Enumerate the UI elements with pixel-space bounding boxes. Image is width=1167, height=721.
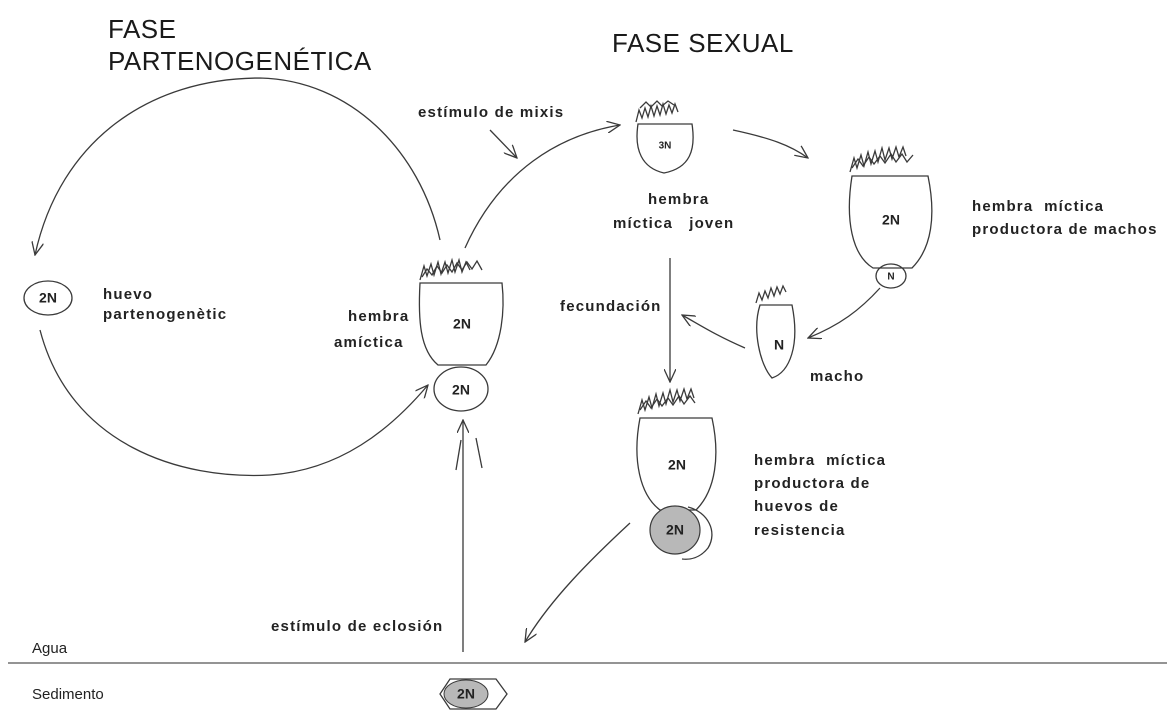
hatching-side-stroke-right [476,438,482,468]
hatching-side-stroke-left [456,440,461,470]
mixis-stimulus-pointer [490,130,517,158]
resting-egg: 2N [440,679,507,709]
amictic-female-label-line2: amíctica [334,332,404,353]
male-producing-female-egg-ploidy: N [887,272,894,283]
male-to-fertilization-arrow [682,315,745,348]
to-male-producer-arrow [733,130,808,158]
parthenogenetic-phase-title-line2: PARTENOGENÉTICA [108,46,372,76]
amictic-female: 2N 2N [419,260,503,411]
mixis-arrow [465,125,620,248]
resting-egg-female-label-line4: resistencia [754,520,846,541]
male-corona [756,286,786,303]
male-producing-female: 2N N [849,147,931,288]
parthenogenetic-egg-label-line2: partenogenètic [103,304,227,325]
water-label: Agua [32,640,67,657]
resting-egg-female-label-line1: hembra míctica [754,450,886,471]
young-mictic-female: 3N [636,101,693,173]
resting-egg-female-label-line3: huevos de [754,496,839,517]
male-producing-female-label-line1: hembra míctica [972,196,1104,217]
parthenogenetic-egg: 2N [24,281,72,315]
resting-egg-female-egg-ploidy: 2N [666,522,684,538]
male: N [756,286,795,378]
to-male-arrow [808,288,880,338]
young-mictic-female-corona [636,104,678,122]
parthenogenetic-egg-ploidy: 2N [39,290,57,306]
young-mictic-female-ploidy: 3N [659,141,672,152]
male-producing-female-ploidy: 2N [882,212,900,228]
sediment-label: Sedimento [32,686,104,703]
parthenogenetic-phase-title-line1: FASE [108,14,176,44]
resting-egg-ploidy: 2N [457,686,475,702]
parthenogenetic-cycle-upper-arrow [35,78,440,255]
male-ploidy: N [774,337,784,353]
mixis-stimulus-label: estímulo de mixis [418,102,564,123]
hatching-stimulus-label: estímulo de eclosión [271,616,443,637]
to-sediment-arrow [525,523,630,642]
amictic-female-egg-ploidy: 2N [452,382,470,398]
fertilization-label: fecundación [560,296,662,317]
resting-egg-female-ploidy: 2N [668,457,686,473]
parthenogenetic-egg-label-line1: huevo [103,284,153,305]
young-mictic-female-label-line2: míctica joven [613,213,734,234]
resting-egg-female-label-line2: productora de [754,473,870,494]
sexual-phase-title: FASE SEXUAL [612,28,794,58]
resting-egg-female: 2N 2N [637,389,716,559]
amictic-female-ploidy: 2N [453,316,471,332]
amictic-female-label-line1: hembra [348,306,409,327]
young-mictic-female-label-line1: hembra [648,189,709,210]
male-producing-female-label-line2: productora de machos [972,219,1158,240]
male-label: macho [810,366,864,387]
